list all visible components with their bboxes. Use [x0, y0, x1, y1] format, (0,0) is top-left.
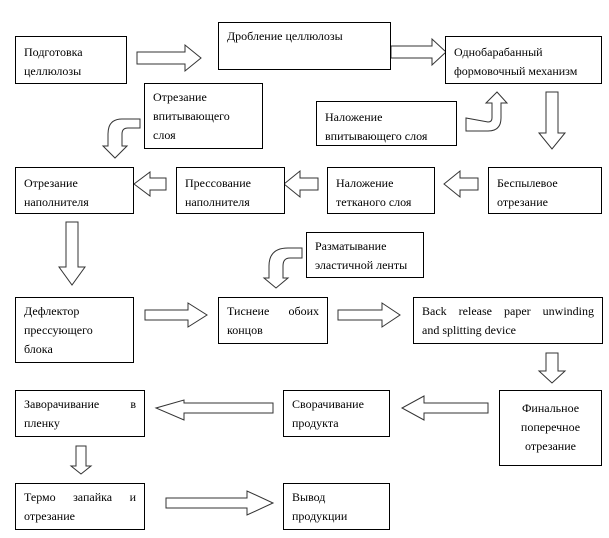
step-label: тетканого слоя — [336, 195, 412, 209]
arrow-right-icon — [337, 302, 401, 328]
arrow-left-icon — [443, 169, 479, 199]
step-label: Разматывание — [315, 239, 387, 253]
step-both-ends-embossing: Тиснеие обоих концов — [218, 297, 328, 344]
step-label: Дробление целлюлозы — [227, 29, 343, 43]
step-label: продукта — [292, 416, 339, 430]
step-fabric-layer-application: Наложение тетканого слоя — [327, 167, 435, 214]
step-label: отрезание — [525, 439, 576, 453]
step-label: прессующего — [24, 323, 93, 337]
step-label: целлюлозы — [24, 64, 82, 78]
step-cellulose-crushing: Дробление целлюлозы — [218, 22, 391, 70]
step-label: Тиснеие обоих — [227, 304, 319, 318]
arrow-right-icon — [165, 490, 275, 516]
arrow-left-icon — [133, 171, 167, 197]
step-elastic-tape-unwinding: Разматывание эластичной ленты — [306, 232, 424, 278]
step-label: Заворачивание в — [24, 397, 136, 411]
step-label: Прессование — [185, 176, 251, 190]
arrow-down-icon — [537, 91, 567, 150]
step-label: слоя — [153, 128, 176, 142]
arrow-left-icon — [154, 399, 274, 421]
step-back-release-paper-unwinding: Back release paper unwinding and splitti… — [413, 297, 603, 344]
curved-arrow-down-icon — [101, 118, 141, 159]
arrow-right-icon — [144, 302, 208, 328]
step-label: Отрезание — [153, 90, 207, 104]
step-label: Дефлектор — [24, 304, 80, 318]
step-absorbent-layer-cutting: Отрезание впитывающего слоя — [144, 83, 263, 149]
step-filler-pressing: Прессование наполнителя — [176, 167, 285, 214]
arrow-left-icon — [283, 169, 319, 199]
arrow-right-icon — [390, 37, 447, 67]
step-label: поперечное — [520, 420, 581, 434]
arrow-left-icon — [400, 395, 489, 421]
step-dustless-cutting: Беспылевое отрезание — [488, 167, 602, 214]
step-label: концов — [227, 323, 263, 337]
step-heat-sealing-cutting: Термо запайка и отрезание — [15, 483, 145, 530]
step-label: Наложение — [336, 176, 394, 190]
step-label: Беспылевое — [497, 176, 558, 190]
arrow-down-icon — [537, 352, 567, 384]
step-filler-cutting: Отрезание наполнителя — [15, 167, 134, 214]
step-single-drum-forming: Однобарабанный формовочный механизм — [445, 36, 602, 84]
step-label: пленку — [24, 416, 60, 430]
step-label: Подготовка — [24, 45, 83, 59]
step-label: продукции — [292, 509, 348, 523]
step-press-block-deflector: Дефлектор прессующего блока — [15, 297, 134, 363]
arrow-down-icon — [58, 221, 86, 286]
step-label: отрезание — [497, 195, 548, 209]
step-label: Однобарабанный — [454, 45, 543, 59]
step-product-output: Вывод продукции — [283, 483, 390, 530]
step-film-wrapping: Заворачивание в пленку — [15, 390, 145, 437]
step-label: Сворачивание — [292, 397, 364, 411]
step-label: впитывающего — [153, 109, 230, 123]
step-absorbent-layer-application: Наложение впитывающего слоя — [316, 101, 457, 146]
step-label: эластичной ленты — [315, 258, 408, 272]
step-label: and splitting device — [422, 323, 516, 337]
step-label: блока — [24, 342, 53, 356]
step-product-folding: Сворачивание продукта — [283, 390, 390, 437]
step-label: Наложение — [325, 110, 383, 124]
step-label: Термо запайка и — [24, 490, 136, 504]
step-label: наполнителя — [24, 195, 89, 209]
step-final-cross-cutting: Финальное поперечное отрезание — [499, 390, 602, 466]
step-label: отрезание — [24, 509, 75, 523]
step-label: Вывод — [292, 490, 326, 504]
step-label: впитывающего слоя — [325, 129, 428, 143]
step-label: Back release paper unwinding — [422, 304, 594, 318]
arrow-down-icon — [69, 445, 93, 475]
step-label: формовочный механизм — [454, 64, 578, 78]
curved-arrow-down-icon — [262, 247, 303, 289]
step-label: Финальное — [521, 401, 580, 415]
curved-arrow-up-icon — [465, 91, 509, 132]
step-cellulose-preparation: Подготовка целлюлозы — [15, 36, 127, 84]
arrow-right-icon — [136, 43, 202, 73]
step-label: наполнителя — [185, 195, 250, 209]
step-label: Отрезание — [24, 176, 78, 190]
